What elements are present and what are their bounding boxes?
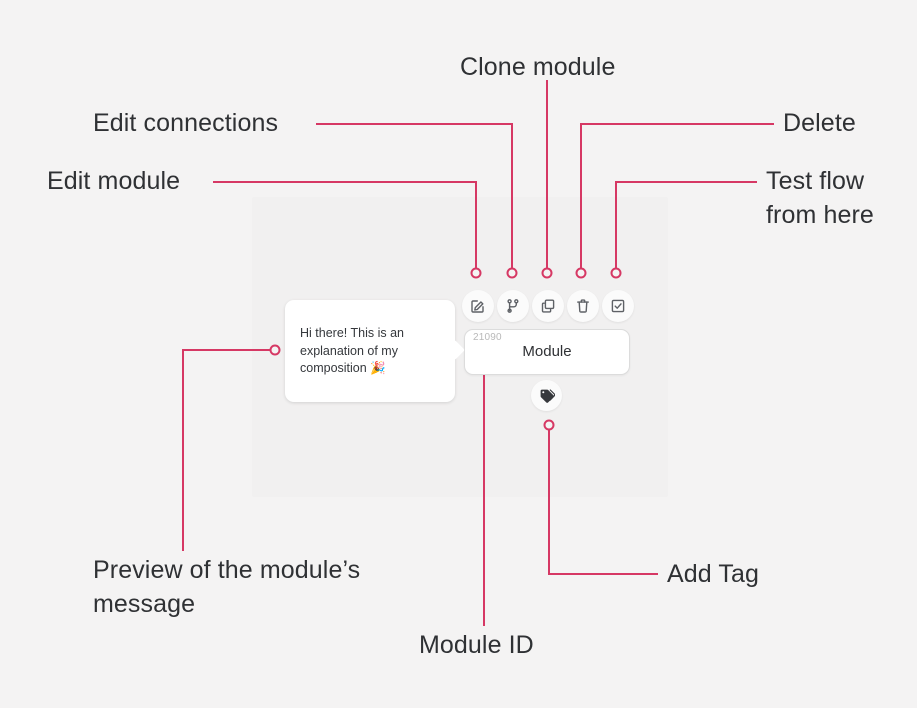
edit-connections-button[interactable] bbox=[497, 290, 529, 322]
module-node[interactable]: 21090 Module bbox=[464, 329, 630, 375]
edit-square-pencil-icon bbox=[471, 300, 484, 313]
module-toolbar bbox=[462, 290, 634, 322]
annotation-edit-module: Edit module bbox=[47, 167, 181, 195]
annotation-preview: Preview of the module’s message bbox=[93, 556, 361, 618]
annotation-test-flow: Test flow from here bbox=[766, 167, 874, 229]
test-flow-button[interactable] bbox=[602, 290, 634, 322]
annotation-edit-connections: Edit connections bbox=[93, 109, 279, 137]
clone-module-button[interactable] bbox=[532, 290, 564, 322]
annotation-add-tag: Add Tag bbox=[667, 560, 759, 588]
checkbox-check-icon bbox=[611, 299, 625, 313]
annotation-clone-module: Clone module bbox=[460, 53, 616, 81]
edit-module-button[interactable] bbox=[462, 290, 494, 322]
annotation-delete: Delete bbox=[783, 109, 856, 137]
message-preview-text: Hi there! This is an explanation of my c… bbox=[300, 326, 404, 375]
add-tag-button[interactable] bbox=[531, 380, 562, 411]
module-id-label: 21090 bbox=[473, 332, 502, 343]
tag-icon bbox=[540, 389, 555, 403]
annotation-module-id: Module ID bbox=[419, 631, 534, 659]
delete-module-button[interactable] bbox=[567, 290, 599, 322]
module-title: Module bbox=[522, 343, 572, 360]
message-preview-bubble: Hi there! This is an explanation of my c… bbox=[285, 300, 455, 402]
trash-icon bbox=[577, 299, 589, 313]
branch-icon bbox=[507, 299, 519, 313]
copy-icon bbox=[541, 299, 555, 313]
